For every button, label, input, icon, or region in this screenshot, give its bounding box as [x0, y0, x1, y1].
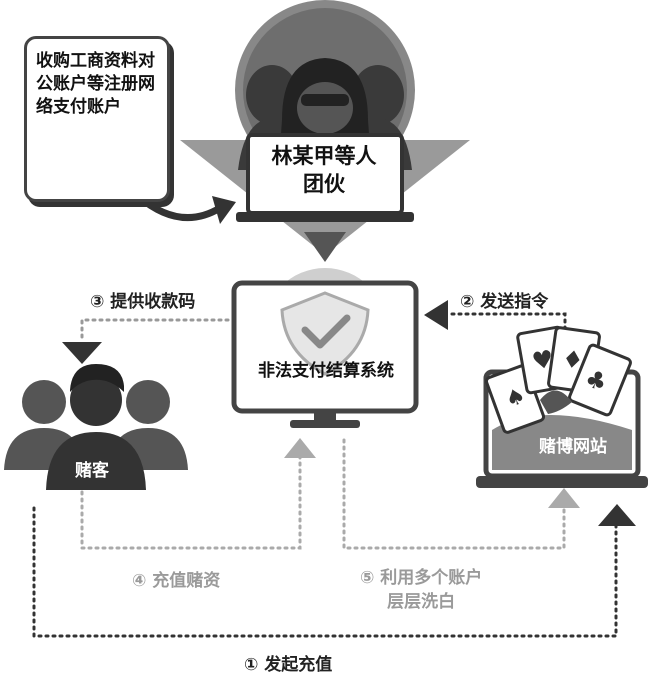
gang-label: 林某甲等人团伙	[271, 144, 377, 196]
step5-label: ⑤ 利用多个账户 层层洗白	[360, 566, 482, 614]
website-label: 赌博网站	[539, 437, 607, 457]
down-arrow	[304, 232, 346, 262]
system-label: 非法支付结算系统	[258, 361, 394, 381]
shield-icon	[280, 291, 370, 376]
step5-line2: 层层洗白	[387, 592, 456, 612]
step4-label: ④ 充值赌资	[132, 571, 221, 591]
cards-icon: ♠ ♥ ♦ ♣	[484, 325, 632, 434]
step5-line1: ⑤ 利用多个账户	[360, 568, 483, 588]
step2-label: ② 发送指令	[460, 292, 549, 312]
note-text: 收购工商资料对公账户等注册网络支付账户	[36, 51, 155, 117]
step4-arrowhead	[284, 438, 316, 458]
gamblers-icon	[4, 364, 188, 490]
step5-arrowhead	[548, 488, 580, 508]
step3-arrowhead	[62, 342, 102, 364]
note-card	[24, 36, 170, 202]
note-arrow	[134, 192, 224, 222]
step1-arrowhead	[598, 504, 636, 526]
gamblers-label: 赌客	[75, 461, 109, 481]
step2-arrowhead	[424, 300, 448, 330]
step3-label: ③ 提供收款码	[90, 292, 196, 312]
step1-label: ① 发起充值	[244, 655, 333, 675]
